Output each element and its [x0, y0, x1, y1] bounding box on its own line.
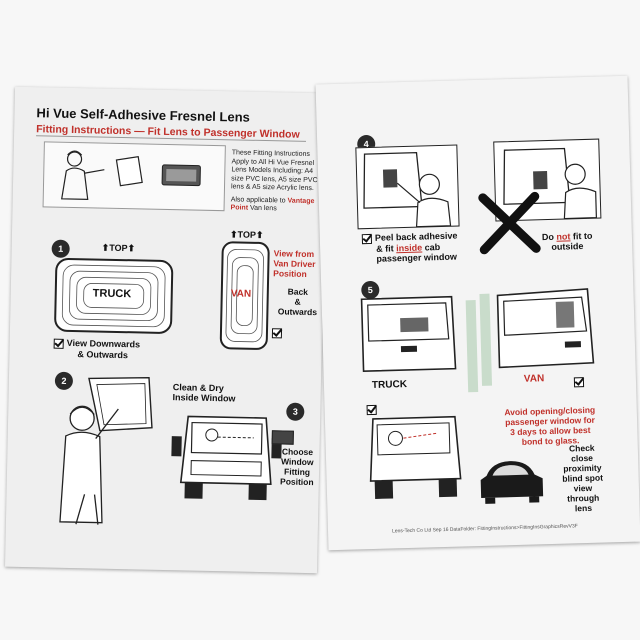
truck-driver-view-icon — [369, 415, 462, 499]
outside-fitting-icon — [503, 147, 598, 220]
choose-position-note: Choose Window Fitting Position — [279, 446, 314, 488]
top-marker-left: ⬆TOP⬆ — [101, 242, 136, 254]
van-lens-label: VAN — [230, 288, 252, 300]
do-not-fit-note: Do not fit to outside — [541, 230, 593, 252]
clean-dry-note: Clean & Dry Inside Window — [172, 382, 236, 404]
truck-front-icon — [171, 415, 282, 501]
inside-cab-fitting-icon — [363, 151, 452, 228]
truck-driver-figure — [365, 414, 465, 501]
lens-position-marker — [271, 430, 294, 445]
van-door-icon — [496, 288, 595, 369]
back-outwards-note: Back & Outwards — [277, 286, 318, 318]
van-driver-note: View from Van Driver Position — [273, 248, 316, 279]
man-holding-lens-icon — [61, 150, 201, 200]
truck-front-figure — [171, 412, 282, 504]
right-page: 4 Peel back adhesive & fit inside cab pa… — [315, 75, 640, 551]
man-cleaning-window-icon — [59, 376, 153, 525]
car-figure — [476, 458, 547, 504]
truck-lens-label: TRUCK — [92, 287, 132, 301]
van-door-figure — [493, 287, 595, 370]
inside-fit-figure — [355, 144, 460, 230]
truck-door-icon — [360, 295, 457, 373]
view-down-note: View Downwards & Outwards — [53, 338, 140, 360]
document-footer: Lens-Tech Co Ltd Sep 16 DataFolder: Fitt… — [391, 523, 578, 535]
truck-checkbox — [53, 338, 64, 349]
avoid-opening-note: Avoid opening/closing passenger window f… — [504, 404, 596, 447]
truck-fresnel-lens-icon — [54, 257, 174, 334]
divider-bar — [479, 293, 493, 386]
truck-label: TRUCK — [371, 379, 408, 391]
cleaning-figure — [46, 374, 161, 526]
intro-line: lens & A5 size Acrylic lens. — [230, 183, 314, 193]
intro-figure — [42, 141, 226, 212]
top-marker-right: ⬆TOP⬆ — [229, 229, 264, 241]
page-title: Hi Vue Self-Adhesive Fresnel Lens — [36, 105, 251, 125]
left-page: Hi Vue Self-Adhesive Fresnel Lens Fittin… — [5, 86, 327, 574]
van-label: VAN — [523, 373, 545, 385]
step-3-badge: 3 — [286, 402, 305, 421]
intro-text: These Fitting Instructions Apply to All … — [230, 149, 321, 214]
divider-bar — [465, 300, 479, 393]
car-icon — [480, 461, 544, 504]
outside-fit-figure — [493, 138, 602, 222]
check-blind-spot-note: Check close proximity blind spot view th… — [562, 442, 604, 514]
van-lens: VAN — [219, 241, 270, 350]
van-fresnel-lens-icon — [219, 241, 270, 350]
van-checkbox — [271, 324, 285, 342]
inside-checkbox — [361, 233, 373, 244]
step-1-badge: 1 — [51, 239, 70, 258]
cross-mark-icon — [477, 190, 543, 256]
van-door-checkbox — [573, 373, 587, 391]
peel-back-note: Peel back adhesive & fit inside cab pass… — [361, 231, 458, 264]
truck-lens: TRUCK — [54, 257, 174, 334]
truck-door-figure — [360, 295, 458, 374]
vantage-note: Also applicable to Vantage Point Van len… — [230, 195, 315, 213]
